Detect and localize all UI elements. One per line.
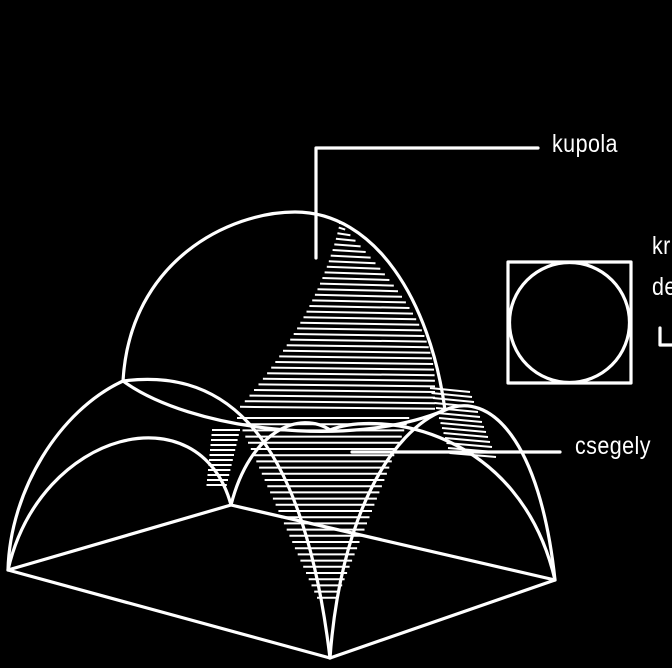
dome-hatch-line: [250, 396, 436, 398]
csegely-label: csegely: [575, 434, 651, 459]
dome-hatch-line: [327, 267, 381, 269]
dome-hatch-line: [271, 368, 434, 370]
dome-hatch-line: [331, 256, 371, 258]
dome-hatch-line: [275, 362, 433, 364]
dome-hatch-line: [283, 351, 430, 353]
dome-hatch-line: [325, 272, 385, 274]
right-pendentive-hatch: [438, 413, 481, 417]
dome-hatch-line: [254, 390, 435, 392]
dome-hatch-line: [307, 312, 414, 314]
dome-hatch-line: [287, 345, 429, 347]
dome-hatch-line: [334, 244, 360, 246]
dome-hatch-line: [315, 295, 402, 297]
kupola-label: kupola: [552, 132, 618, 157]
right-pendentive-hatch: [444, 433, 489, 437]
right-pendentive-hatch: [430, 388, 470, 392]
arch-left-front: [8, 379, 330, 658]
dome-hatch-line: [259, 384, 436, 386]
dome-hatch-line: [294, 334, 425, 336]
dome-hatch-line: [297, 328, 422, 330]
arch-back-right: [231, 423, 555, 580]
kupola-leader-line: [316, 148, 538, 258]
dome-hatch-line: [337, 233, 350, 235]
dome-hatch-line: [329, 261, 376, 263]
right-pendentive-hatch: [432, 393, 473, 397]
right-pendentive-hatch: [433, 398, 474, 402]
right-pendentive-hatch: [439, 418, 482, 422]
dome-hatch-line: [320, 284, 394, 286]
dome-hatch-line: [245, 401, 435, 403]
dome-hatch-line: [309, 306, 409, 308]
dome-hatch-line: [318, 289, 399, 291]
dome-hatch-line: [290, 340, 427, 342]
dome-hatch-line: [336, 239, 356, 241]
plan-title-line2: de: [652, 275, 672, 300]
dome-hatch-line: [339, 228, 346, 230]
dome-hatch-line: [300, 323, 419, 325]
dome-hatch-line: [312, 300, 406, 302]
dome-hatch-line: [279, 356, 432, 358]
dome-hatch-line: [267, 373, 435, 375]
square-base-outline: [8, 505, 555, 658]
dome-hatch-line: [322, 278, 389, 280]
dome-hatch-line: [333, 250, 366, 252]
plan-bracket: [660, 328, 672, 345]
dome-hatch-line: [263, 379, 435, 381]
plan-title-line1: kr: [652, 234, 671, 259]
right-pendentive-hatch: [442, 428, 486, 432]
dome-hatch-line: [304, 317, 417, 319]
plan-circle: [510, 263, 630, 383]
dome-hatch-line: [240, 407, 435, 409]
right-pendentive-hatch: [441, 423, 485, 427]
